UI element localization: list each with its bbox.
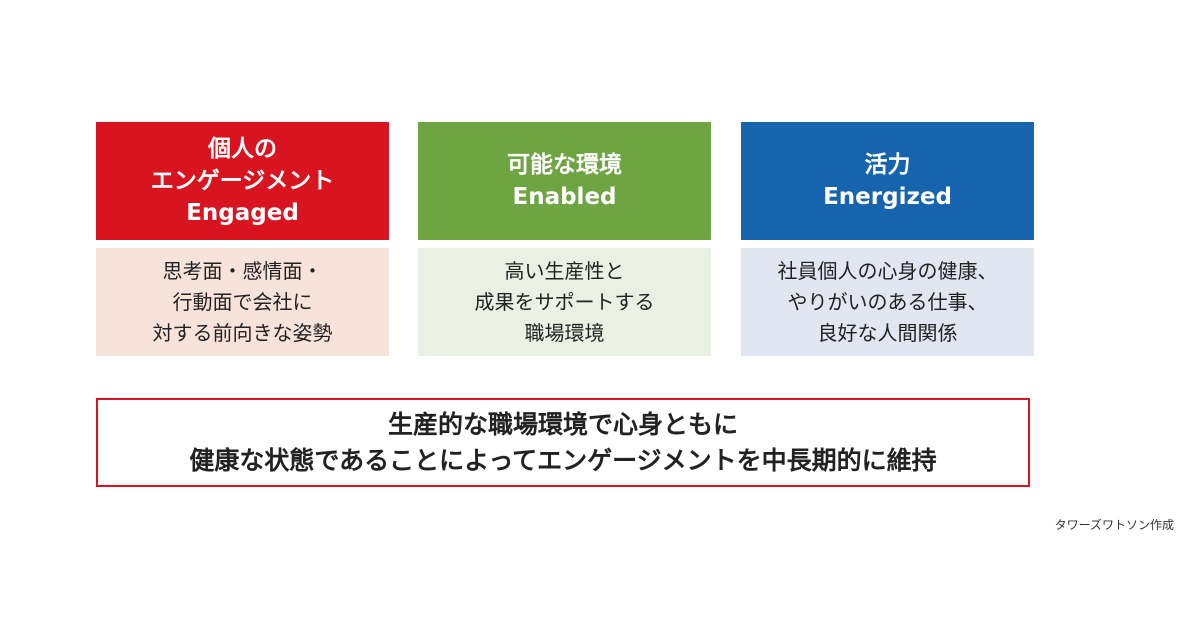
engaged-desc-line-1: 思考面・感情面・ xyxy=(162,258,323,283)
energized-card-header: 活力 Energized xyxy=(741,122,1034,240)
engaged-card: 個人の エンゲージメント Engaged 思考面・感情面・ 行動面で会社に 対す… xyxy=(96,122,389,356)
enabled-desc-line-3: 職場環境 xyxy=(524,320,605,345)
enabled-title-line-1: 可能な環境 xyxy=(507,152,622,178)
source-credit: タワーズワトソン作成 xyxy=(1054,518,1174,532)
engaged-card-header: 個人の エンゲージメント Engaged xyxy=(96,122,389,240)
enabled-title-english: Enabled xyxy=(512,184,617,210)
enabled-desc-line-1: 高い生産性と xyxy=(504,258,625,283)
enabled-card-header: 可能な環境 Enabled xyxy=(418,122,711,240)
enabled-card: 可能な環境 Enabled 高い生産性と 成果をサポートする 職場環境 xyxy=(418,122,711,356)
energized-title-english: Energized xyxy=(823,184,952,210)
summary-box: 生産的な職場環境で心身ともに 健康な状態であることによってエンゲージメントを中長… xyxy=(96,398,1030,487)
engaged-desc-line-2: 行動面で会社に xyxy=(172,289,313,314)
summary-line-1: 生産的な職場環境で心身ともに xyxy=(387,409,738,439)
engaged-title-english: Engaged xyxy=(186,200,299,226)
energized-desc-line-3: 良好な人間関係 xyxy=(817,320,958,345)
enabled-card-description: 高い生産性と 成果をサポートする 職場環境 xyxy=(418,248,711,356)
energized-desc-line-1: 社員個人の心身の健康、 xyxy=(777,258,998,283)
engaged-title-line-1: 個人の xyxy=(208,136,277,162)
enabled-desc-line-2: 成果をサポートする xyxy=(474,289,655,314)
energized-desc-line-2: やりがいのある仕事、 xyxy=(787,289,988,314)
energized-title-line-1: 活力 xyxy=(864,152,911,178)
engaged-title-line-2: エンゲージメント xyxy=(150,168,335,194)
summary-line-2: 健康な状態であることによってエンゲージメントを中長期的に維持 xyxy=(189,445,937,475)
engaged-desc-line-3: 対する前向きな姿勢 xyxy=(152,320,333,345)
energized-card: 活力 Energized 社員個人の心身の健康、 やりがいのある仕事、 良好な人… xyxy=(741,122,1034,356)
engaged-card-description: 思考面・感情面・ 行動面で会社に 対する前向きな姿勢 xyxy=(96,248,389,356)
energized-card-description: 社員個人の心身の健康、 やりがいのある仕事、 良好な人間関係 xyxy=(741,248,1034,356)
